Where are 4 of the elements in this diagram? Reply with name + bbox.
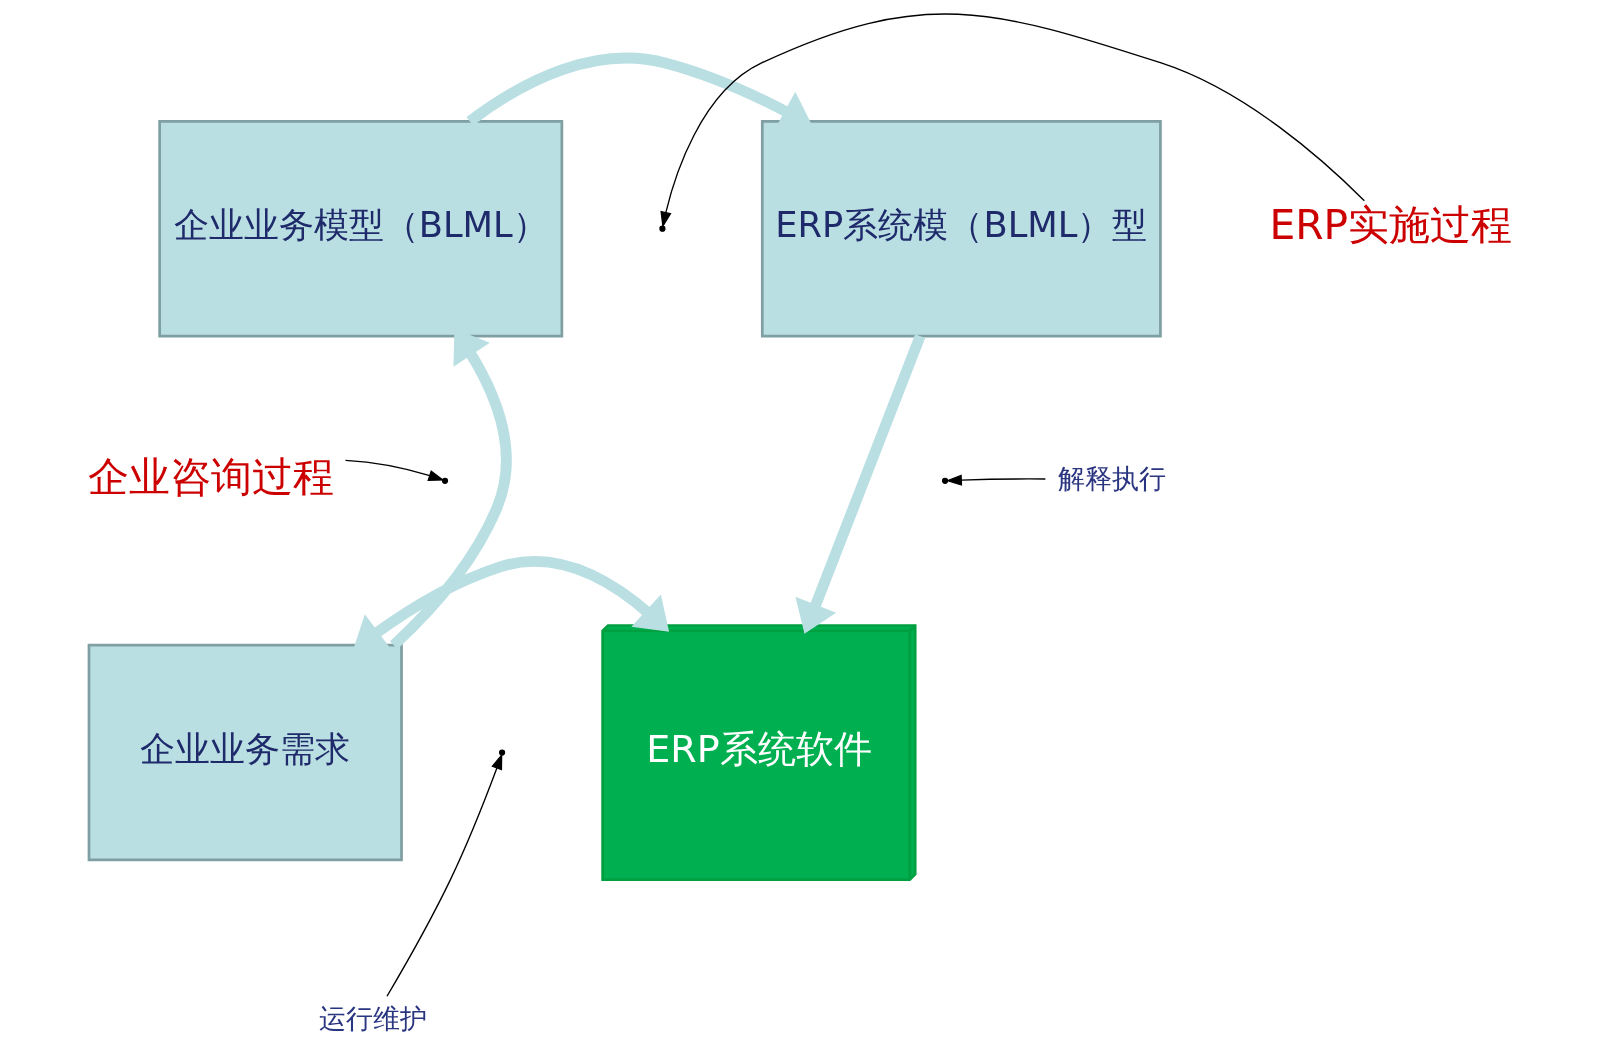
node-text: 企业咨询过程 — [88, 452, 335, 501]
node-text: 运行维护 — [318, 1002, 427, 1034]
node-text: ERP实施过程 — [1269, 200, 1513, 249]
node-text: 解释执行 — [1058, 462, 1167, 494]
